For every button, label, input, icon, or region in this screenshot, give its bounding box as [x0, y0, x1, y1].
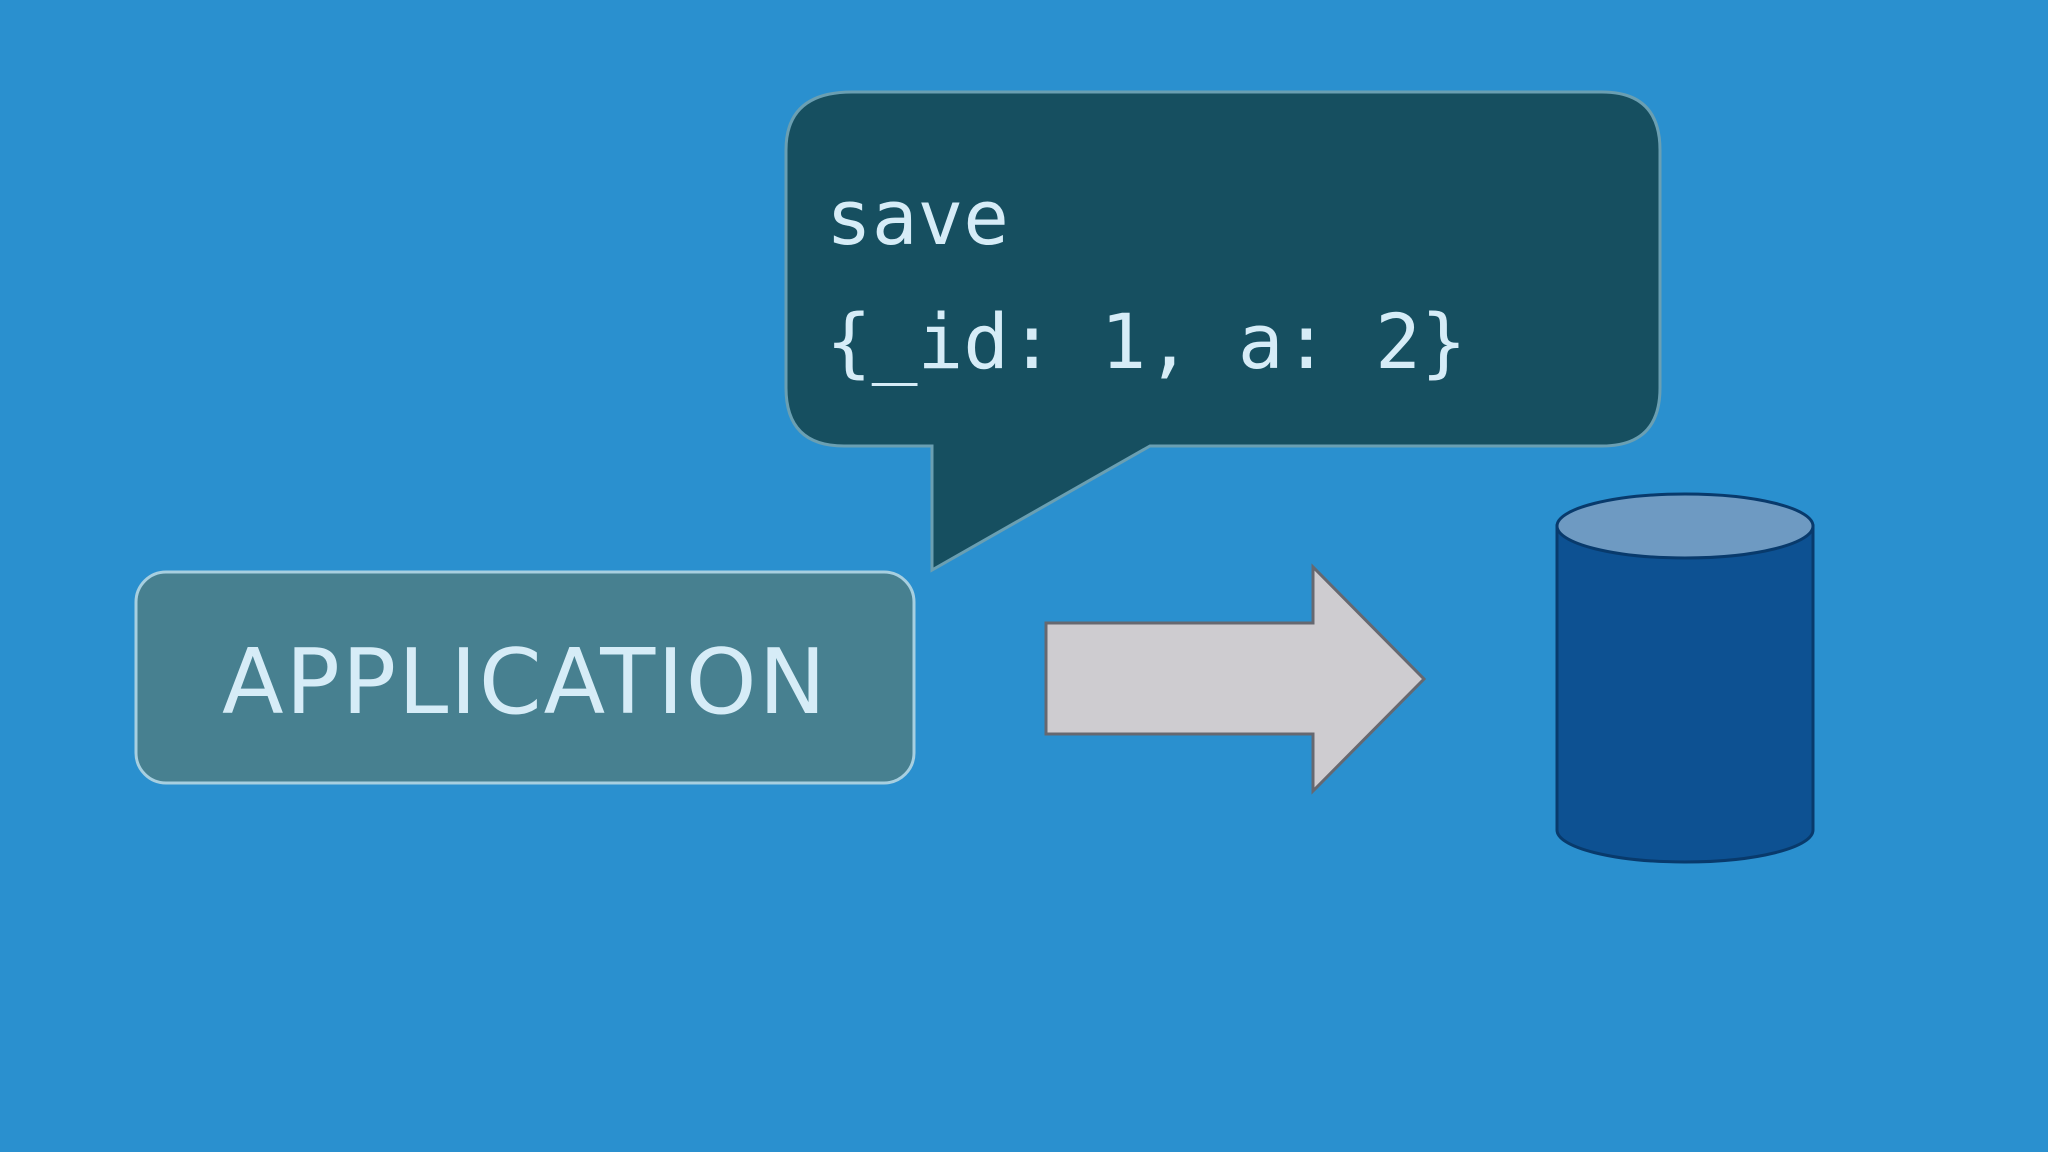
- application-box: APPLICATION: [134, 570, 916, 785]
- application-label: APPLICATION: [222, 630, 828, 735]
- database-cylinder-icon: [1555, 492, 1815, 864]
- document-text: {_id: 1, a: 2}: [826, 297, 1467, 386]
- right-arrow-icon: [1044, 563, 1427, 795]
- database-body: [1555, 524, 1815, 864]
- application-box-shape: [134, 570, 916, 785]
- database-top: [1555, 492, 1815, 560]
- speech-bubble: save {_id: 1, a: 2}: [784, 90, 1662, 573]
- speech-bubble-shape: [784, 90, 1662, 573]
- command-text: save: [826, 173, 1009, 262]
